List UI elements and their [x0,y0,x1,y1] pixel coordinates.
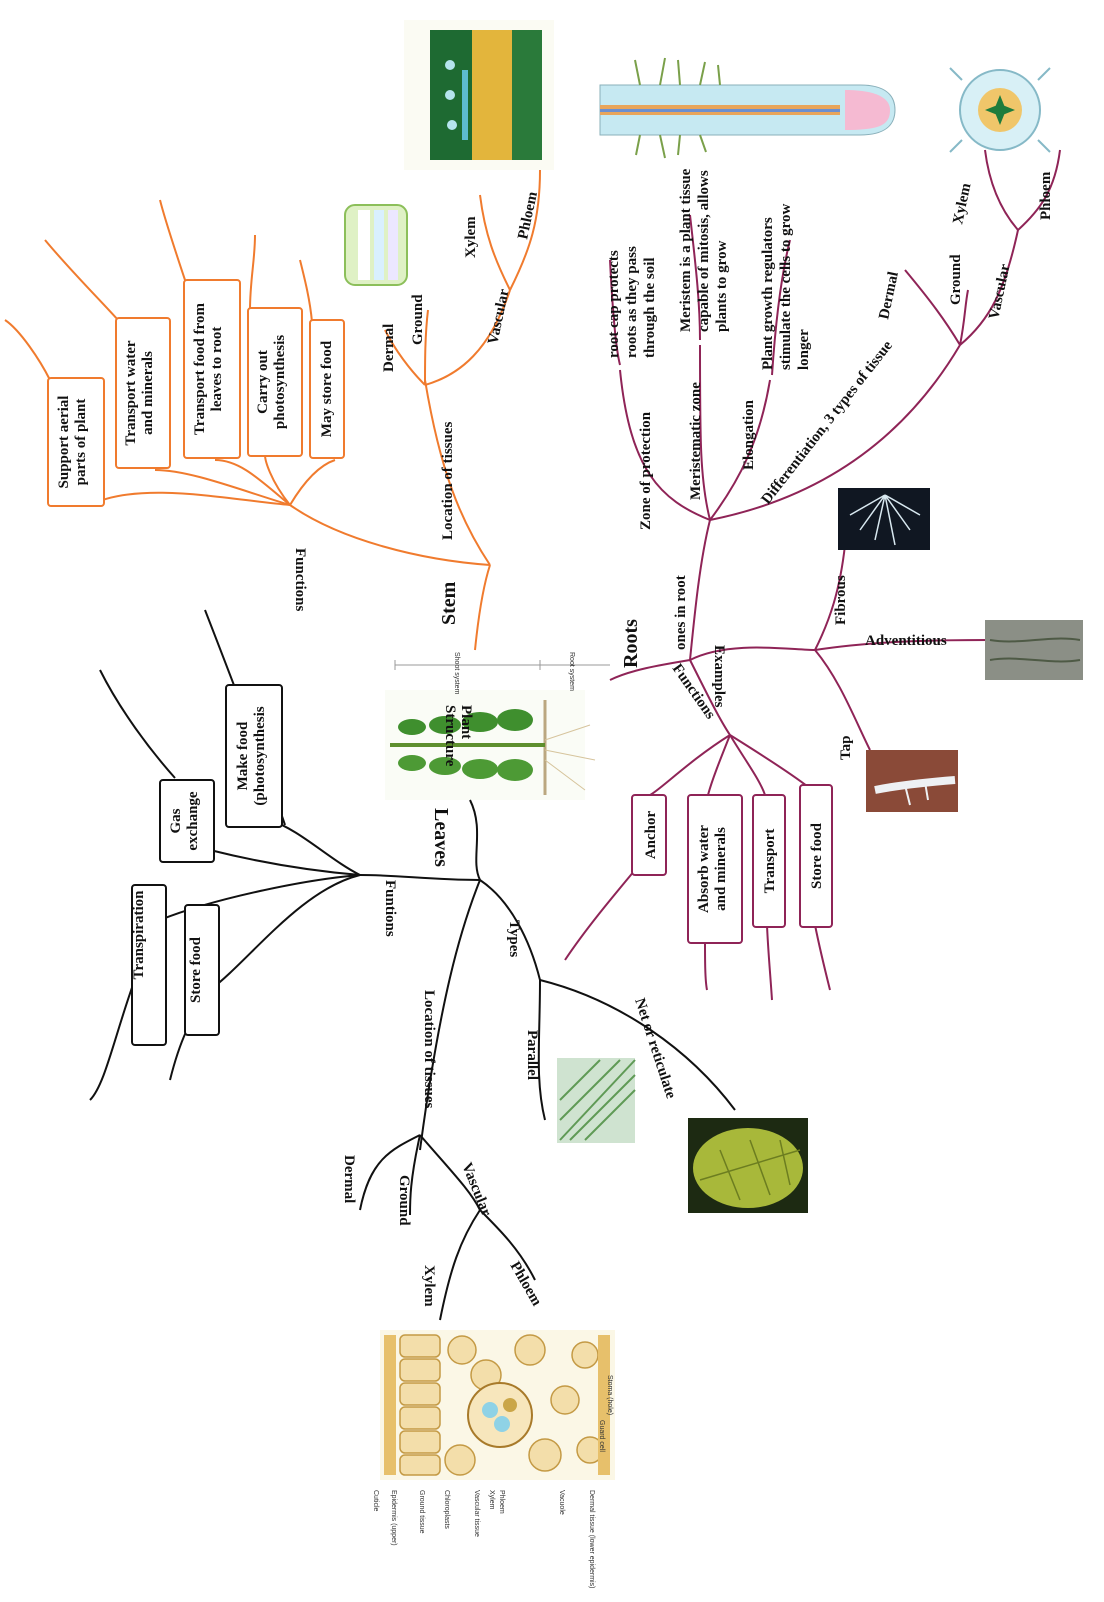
svg-text:Xylem: Xylem [488,1490,495,1510]
svg-text:Support aerialparts of plant: Support aerialparts of plant [56,396,89,489]
leaves-type-parallel: Parallel [524,1030,540,1080]
svg-text:Dermal tissue (lower epidermis: Dermal tissue (lower epidermis) [588,1490,595,1588]
stem-location-label: Location of tissues [440,422,456,541]
roots-function-anchor: Anchor [643,810,659,859]
roots-examples-label: Examples [711,645,727,708]
plant-structure-illustration: Shoot system Root system PlantStructure [385,652,610,800]
roots-vascular: Vascular [986,262,1013,321]
svg-text:Transport waterand minerals: Transport waterand minerals [123,340,156,445]
net-leaf-photo [688,1118,808,1213]
fibrous-root-photo [838,488,930,550]
svg-text:Make food(photosynthesis: Make food(photosynthesis [235,706,268,805]
leaves-funtions-label: Funtions [382,880,398,937]
stem-function-5: May store food [319,340,335,437]
leaves-types-label: Types [506,920,522,957]
roots-branch: Roots ones in root Zone of protection Me… [564,57,1083,1001]
svg-text:Epidermis (upper): Epidermis (upper) [390,1490,397,1546]
svg-text:Cuticle: Cuticle [372,1490,379,1512]
svg-text:Root system: Root system [568,652,575,691]
parallel-leaf-photo [557,1058,636,1143]
leaves-xylem: Xylem [421,1265,437,1307]
svg-text:Gasexchange: Gasexchange [168,791,201,851]
leaves-vascular: Vascular [458,1161,494,1219]
svg-text:Carry outphotosynthesis: Carry outphotosynthesis [255,335,288,429]
tap-root-photo [866,750,958,812]
roots-xylem: Xylem [950,181,974,226]
stem-title: Stem [438,581,460,625]
svg-text:Guard cell: Guard cell [598,1420,605,1452]
roots-function-transport: Transport [762,829,778,894]
svg-text:Transport food fromleaves to r: Transport food fromleaves to root [192,303,225,435]
roots-example-adventitious: Adventitious [865,633,947,649]
roots-example-fibrous: Fibrous [833,575,849,625]
stem-branch: Stem Functions Support aerialparts of pl… [4,20,554,651]
root-tip-illustration [599,57,896,159]
svg-text:Stoma (hole): Stoma (hole) [606,1375,613,1415]
leaves-phloem: Phloem [507,1259,545,1309]
svg-text:Shoot system: Shoot system [453,652,460,695]
svg-text:Vacuole: Vacuole [558,1490,565,1515]
stem-cross-section-illustration [404,20,554,170]
roots-dermal: Dermal [876,270,902,321]
roots-function-store-food: Store food [809,822,825,889]
stem-xylem: Xylem [463,216,479,258]
stem-functions-label: Functions [292,548,308,612]
svg-text:Absorb waterand minerals: Absorb waterand minerals [696,825,729,913]
svg-text:Ground tissue: Ground tissue [418,1490,425,1534]
roots-title: Roots [620,619,642,668]
roots-zones-label: ones in root [673,575,689,650]
plant-structure-title: PlantStructure [442,705,474,767]
roots-zone-meristematic: Meristematic zone [688,382,704,500]
stem-dermal: Dermal [381,324,397,372]
leaves-title: Leaves [430,808,452,867]
root-cross-section-illustration [949,67,1051,153]
svg-text:Phloem: Phloem [498,1490,505,1514]
leaves-ground: Ground [396,1175,412,1226]
roots-functions-label: Functions [669,661,719,722]
svg-text:Chloroplasts: Chloroplasts [443,1490,450,1529]
leaves-location-label: Location of tissues [421,990,437,1109]
adventitious-root-photo [985,620,1083,680]
roots-example-tap: Tap [838,736,854,760]
stem-vascular: Vascular [485,287,512,346]
svg-text:Vascular tissue: Vascular tissue [473,1490,480,1537]
roots-zone-protection: Zone of protection [638,411,654,530]
leaf-cross-section-diagram: Stoma (hole) Guard cell Cuticle Epidermi… [372,1330,615,1588]
leaves-branch: Leaves Funtions Transpiration Store food… [89,609,808,1588]
stem-vascular-bundle-illustration [344,204,408,286]
leaves-type-net: Net or reticulate [631,996,679,1101]
leaves-function-2: Store food [188,936,204,1003]
roots-phloem: Phloem [1038,171,1054,220]
leaves-dermal: Dermal [341,1155,357,1203]
roots-ground: Ground [948,254,964,305]
leaves-function-1: Transpiration [131,890,147,980]
stem-ground: Ground [410,294,426,345]
roots-zone-elongation: Elongation [741,399,757,470]
